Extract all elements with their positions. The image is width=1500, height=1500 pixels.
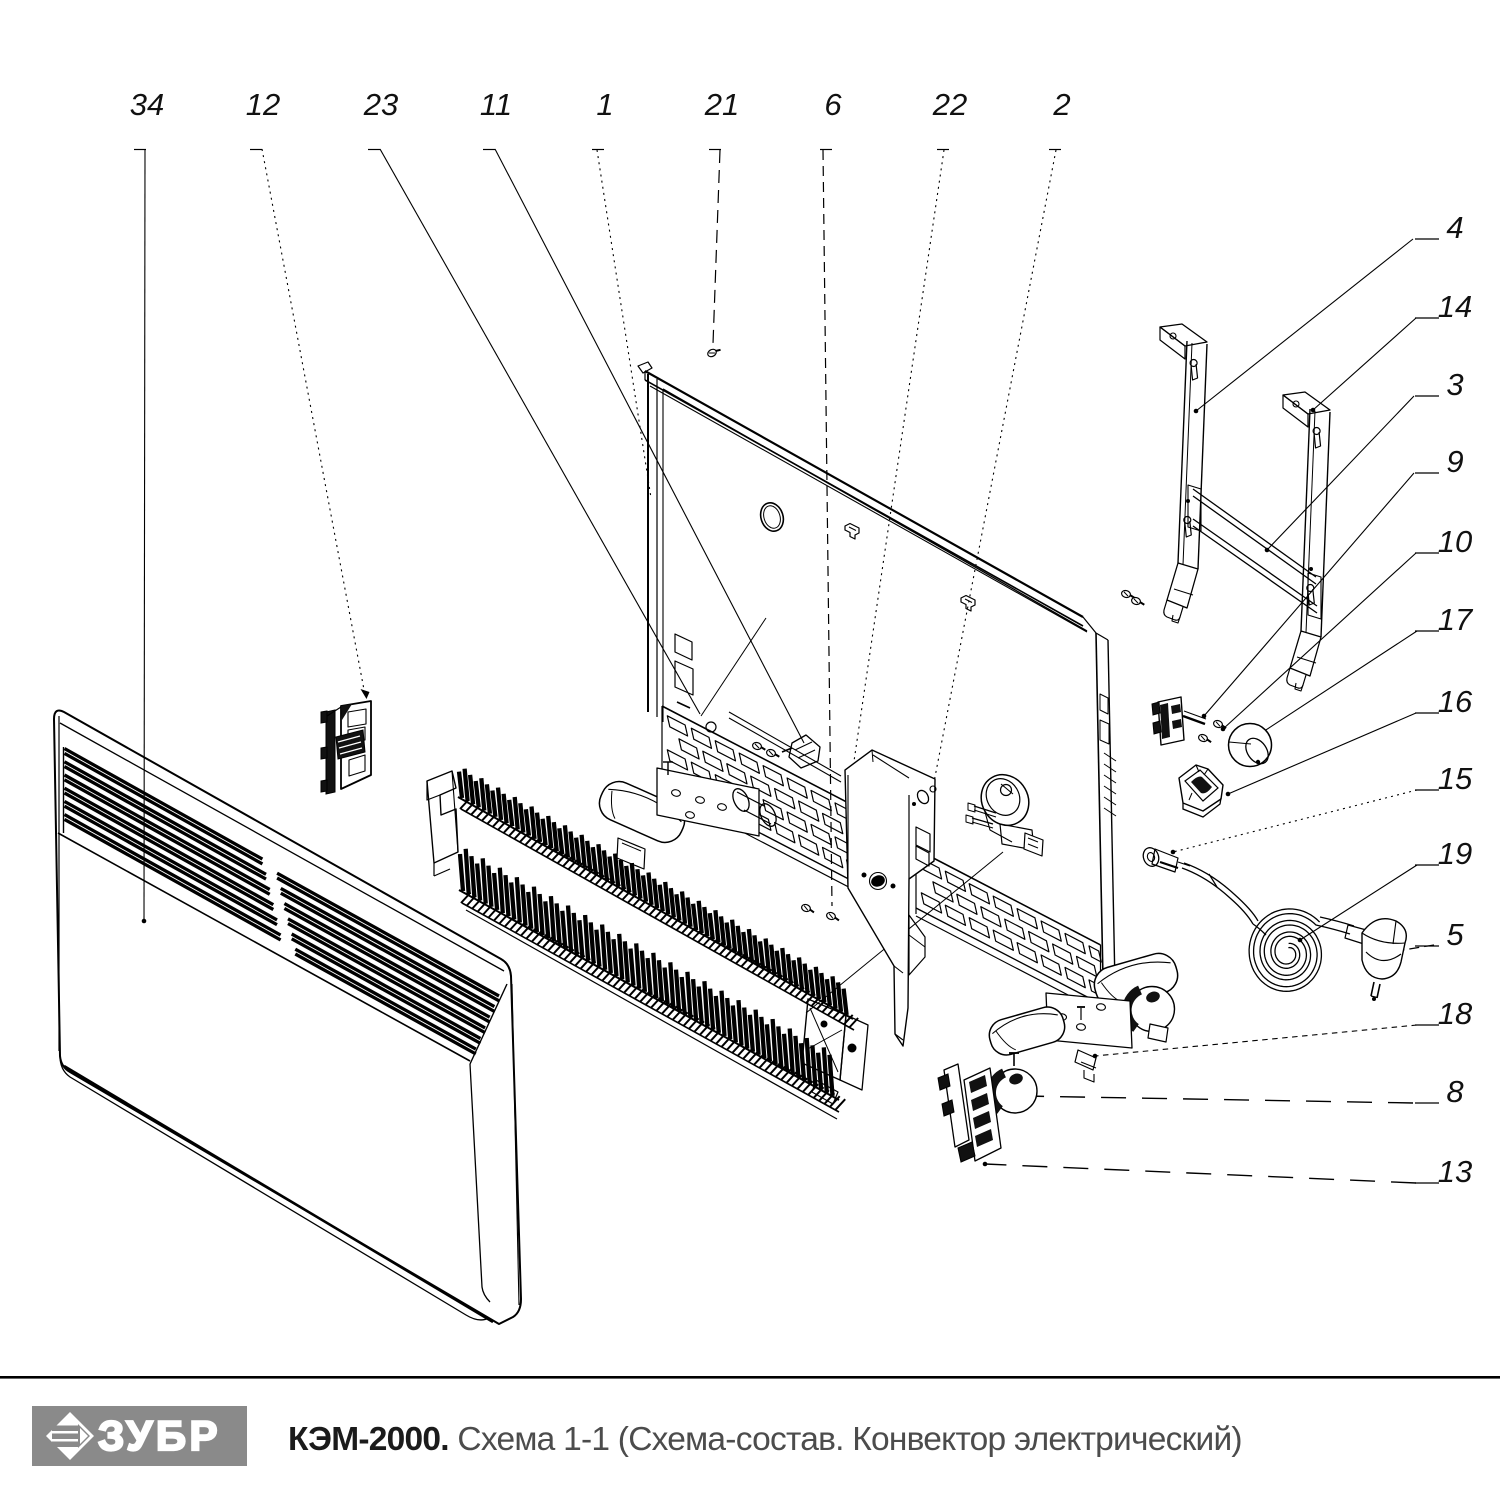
svg-text:17: 17 (1438, 602, 1474, 637)
svg-text:19: 19 (1438, 836, 1472, 871)
svg-text:2: 2 (1052, 87, 1070, 122)
svg-text:6: 6 (824, 87, 842, 122)
svg-text:КЭМ-2000. Схема 1-1 (Схема-сос: КЭМ-2000. Схема 1-1 (Схема-состав. Конве… (288, 1421, 1242, 1458)
svg-text:13: 13 (1438, 1154, 1472, 1189)
svg-text:12: 12 (246, 87, 280, 122)
svg-text:10: 10 (1438, 524, 1472, 559)
svg-text:5: 5 (1446, 917, 1464, 952)
svg-text:23: 23 (363, 87, 398, 122)
svg-text:ЗУБР: ЗУБР (98, 1412, 221, 1459)
svg-text:22: 22 (932, 87, 967, 122)
svg-text:15: 15 (1438, 761, 1473, 796)
svg-text:8: 8 (1446, 1074, 1464, 1109)
svg-text:34: 34 (130, 87, 164, 122)
svg-text:9: 9 (1446, 444, 1463, 479)
svg-text:4: 4 (1446, 210, 1463, 245)
svg-text:1: 1 (596, 87, 613, 122)
svg-text:16: 16 (1438, 684, 1473, 719)
svg-text:11: 11 (480, 87, 512, 122)
svg-text:3: 3 (1446, 367, 1463, 402)
svg-text:18: 18 (1438, 996, 1473, 1031)
svg-text:21: 21 (704, 87, 739, 122)
svg-text:14: 14 (1438, 289, 1472, 324)
